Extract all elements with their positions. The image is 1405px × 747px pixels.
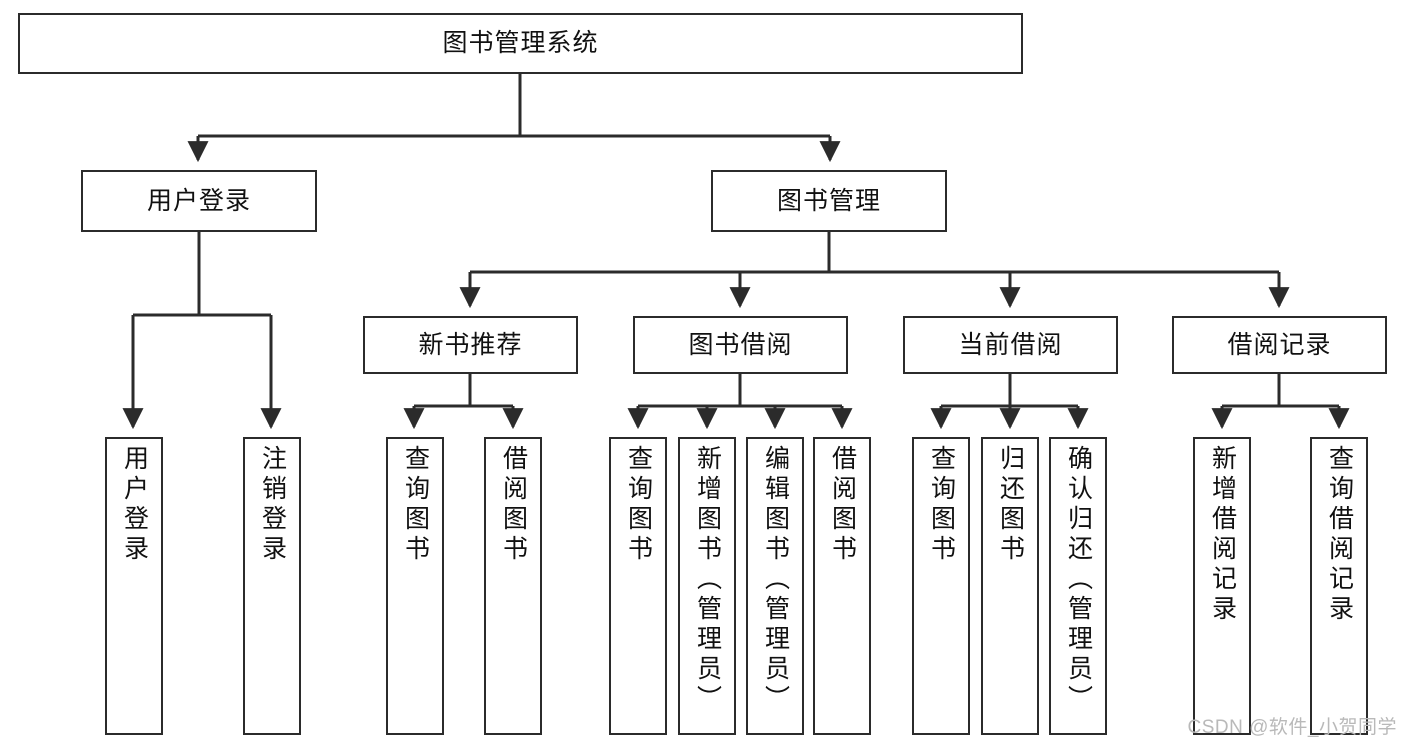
leaf-label: 新增图书（管理员）: [693, 445, 722, 715]
node-book-borrow-label: 图书借阅: [688, 330, 793, 359]
leaf-borrow-record-query[interactable]: 查询借阅记录: [1310, 437, 1368, 735]
leaf-label: 查询图书: [624, 445, 653, 565]
leaf-label: 借阅图书: [499, 445, 528, 565]
leaf-new-book-borrow[interactable]: 借阅图书: [484, 437, 542, 735]
node-new-book-recommend[interactable]: 新书推荐: [363, 316, 578, 374]
leaf-label: 归还图书: [996, 445, 1025, 565]
leaf-label: 查询图书: [401, 445, 430, 565]
node-user-login-label: 用户登录: [146, 186, 251, 215]
leaf-label: 查询图书: [927, 445, 956, 565]
leaf-current-borrow-return[interactable]: 归还图书: [981, 437, 1039, 735]
node-borrow-record-label: 借阅记录: [1227, 330, 1332, 359]
leaf-label: 借阅图书: [828, 445, 857, 565]
node-user-login[interactable]: 用户登录: [81, 170, 317, 232]
leaf-book-borrow-query[interactable]: 查询图书: [609, 437, 667, 735]
leaf-user-login-logout[interactable]: 注销登录: [243, 437, 301, 735]
leaf-book-borrow-borrow[interactable]: 借阅图书: [813, 437, 871, 735]
node-root[interactable]: 图书管理系统: [18, 13, 1023, 74]
leaf-label: 注销登录: [258, 445, 287, 565]
node-new-book-recommend-label: 新书推荐: [418, 330, 523, 359]
node-current-borrow[interactable]: 当前借阅: [903, 316, 1118, 374]
leaf-book-borrow-add[interactable]: 新增图书（管理员）: [678, 437, 736, 735]
leaf-label: 新增借阅记录: [1208, 445, 1237, 625]
leaf-current-borrow-query[interactable]: 查询图书: [912, 437, 970, 735]
node-book-borrow[interactable]: 图书借阅: [633, 316, 848, 374]
leaf-label: 查询借阅记录: [1325, 445, 1354, 625]
node-borrow-record[interactable]: 借阅记录: [1172, 316, 1387, 374]
leaf-user-login-login[interactable]: 用户登录: [105, 437, 163, 735]
node-book-manage[interactable]: 图书管理: [711, 170, 947, 232]
node-root-label: 图书管理系统: [442, 29, 599, 58]
leaf-book-borrow-edit[interactable]: 编辑图书（管理员）: [746, 437, 804, 735]
leaf-label: 确认归还（管理员）: [1064, 445, 1093, 715]
node-current-borrow-label: 当前借阅: [958, 330, 1063, 359]
leaf-label: 编辑图书（管理员）: [761, 445, 790, 715]
leaf-label: 用户登录: [120, 445, 149, 565]
leaf-borrow-record-add[interactable]: 新增借阅记录: [1193, 437, 1251, 735]
node-book-manage-label: 图书管理: [776, 186, 881, 215]
leaf-new-book-query[interactable]: 查询图书: [386, 437, 444, 735]
leaf-current-borrow-confirm-return[interactable]: 确认归还（管理员）: [1049, 437, 1107, 735]
